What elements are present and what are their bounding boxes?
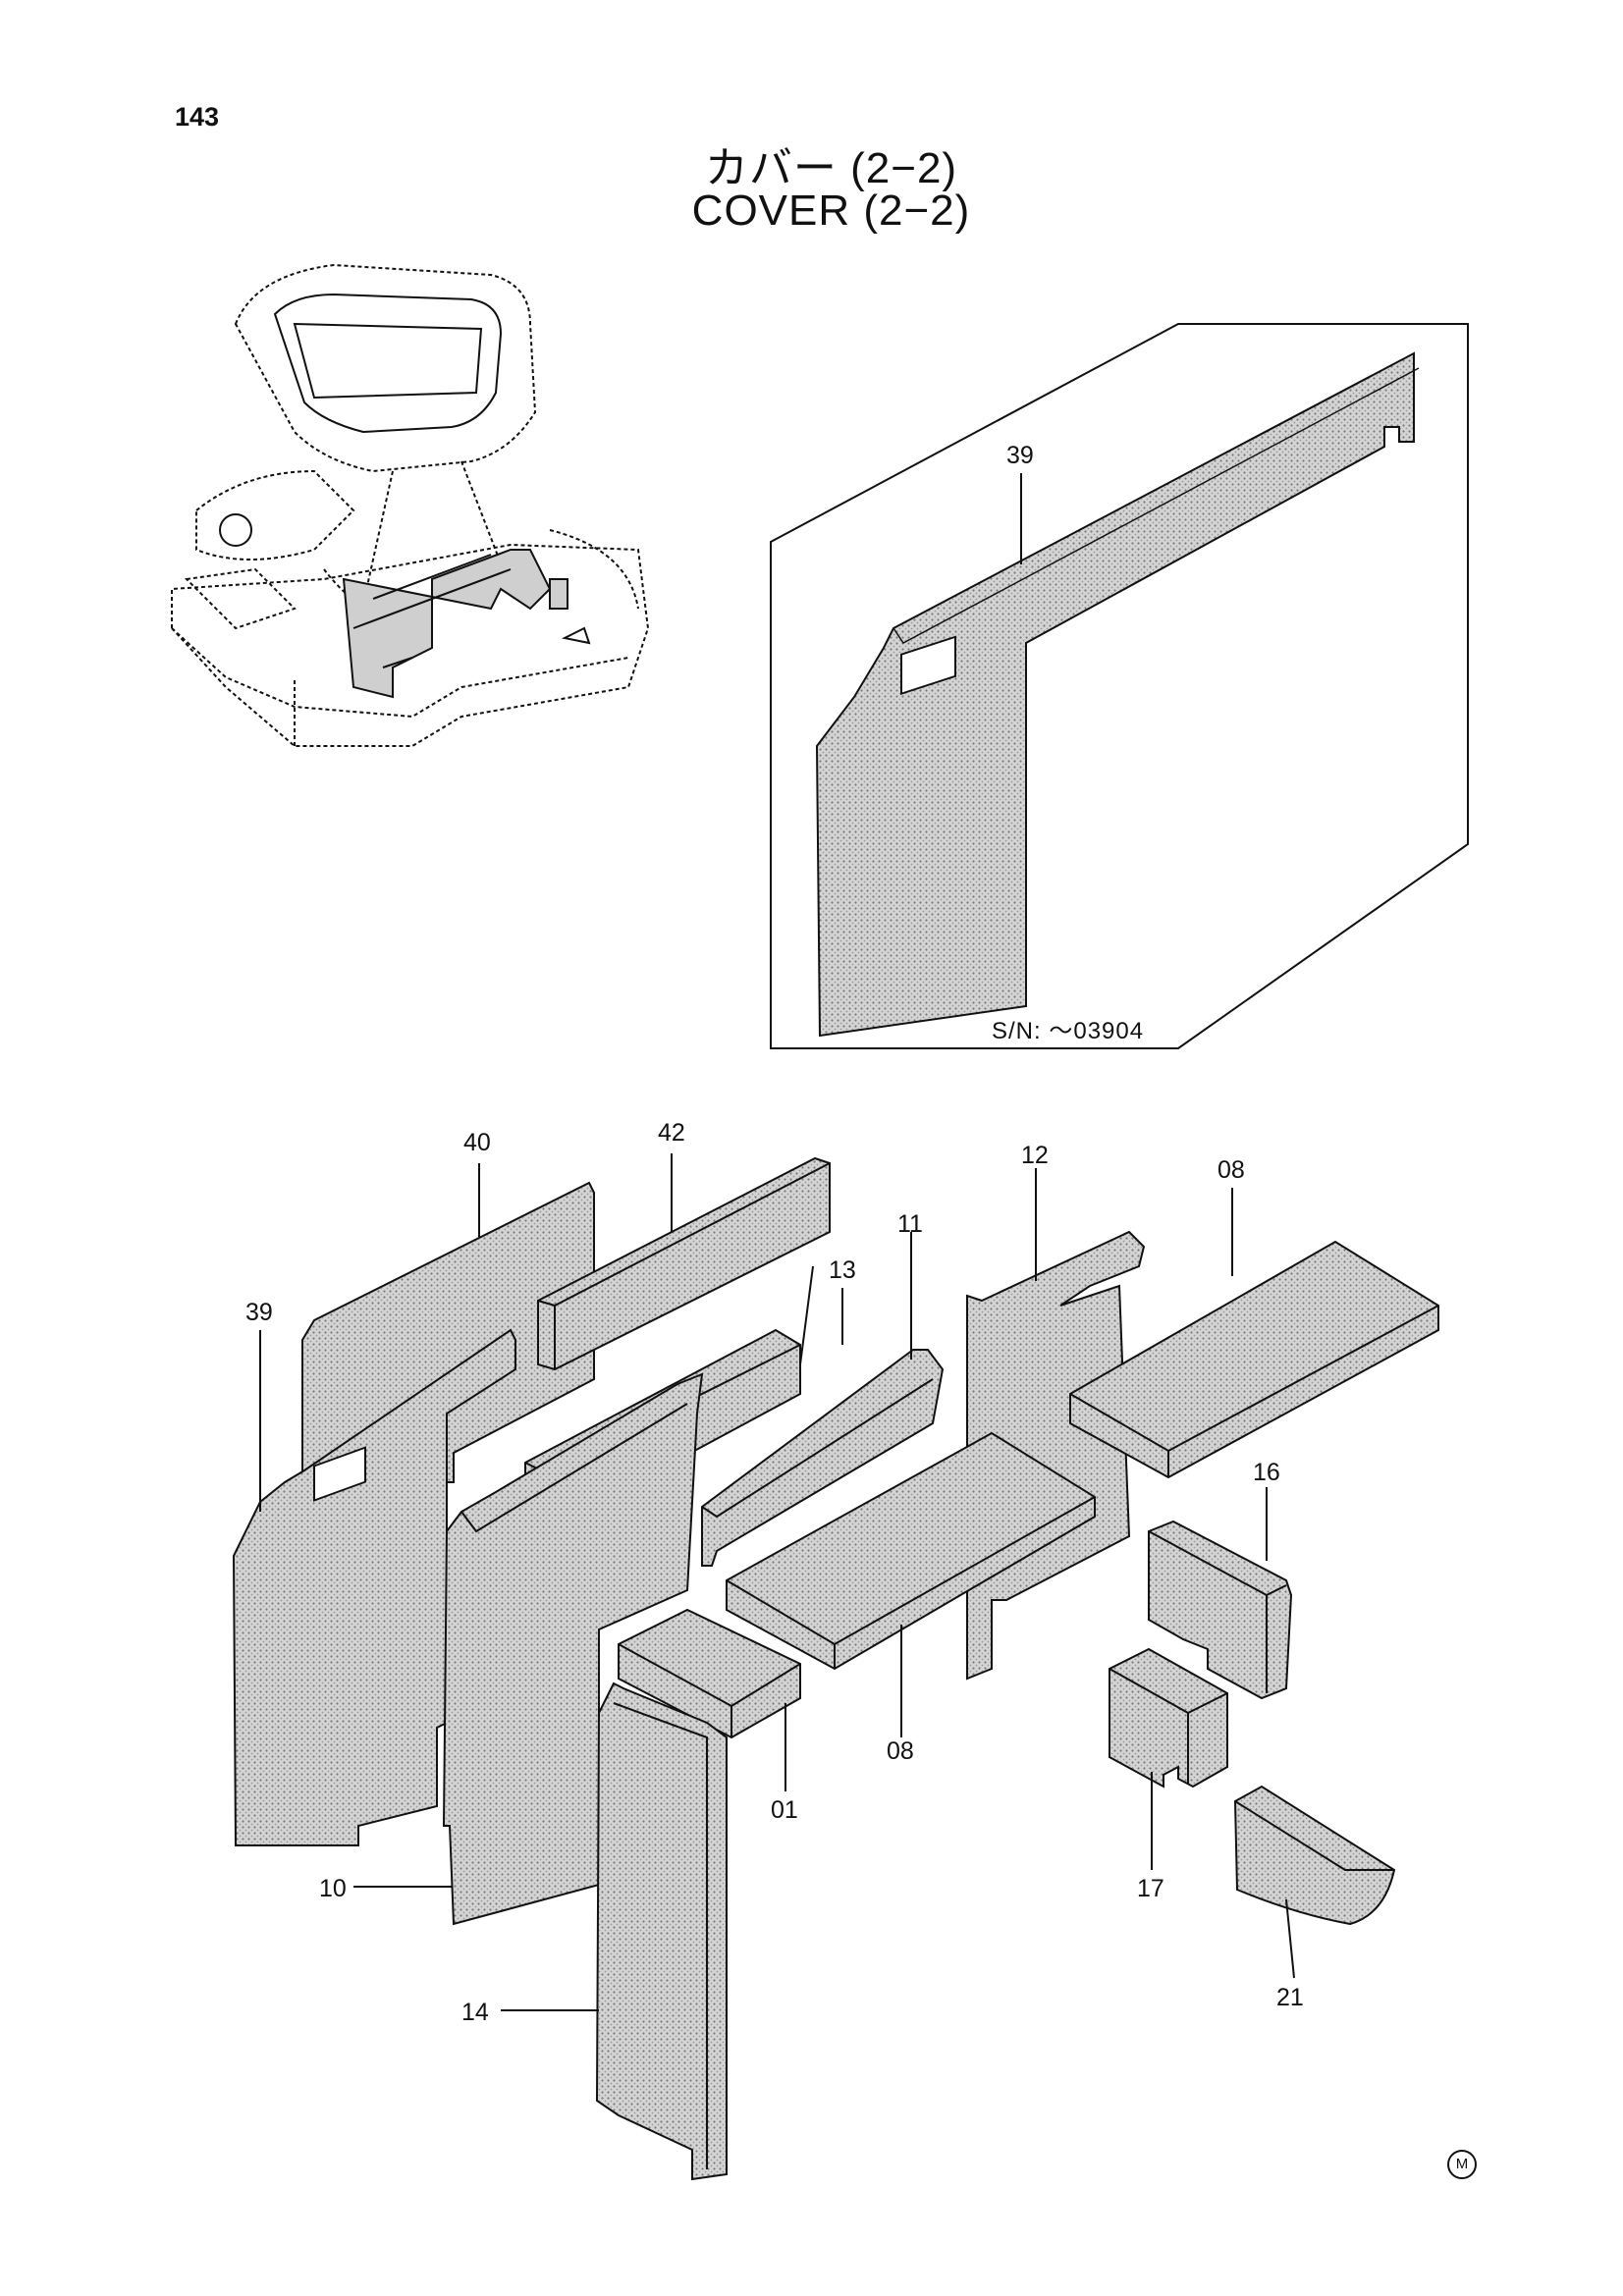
title-japanese: カバー (2−2) (704, 144, 958, 192)
callout-11: 11 (897, 1210, 923, 1238)
callout-14: 14 (461, 1999, 489, 2026)
callout-08-lower: 08 (887, 1737, 914, 1765)
callout-17: 17 (1137, 1875, 1164, 1902)
callout-39: 39 (245, 1299, 273, 1326)
inset-detail: 39 S/N: ～03904 (770, 323, 1469, 1049)
callout-16: 16 (1253, 1459, 1280, 1486)
page-number: 143 (175, 102, 220, 132)
panel-01 (618, 1608, 801, 1739)
panel-14 (595, 1682, 728, 2181)
serial-number-note: S/N: ～03904 (992, 1018, 1144, 1044)
callout-21: 21 (1276, 1984, 1304, 2011)
callout-01: 01 (771, 1796, 798, 1824)
callout-10: 10 (319, 1875, 347, 1902)
panel-17 (1109, 1647, 1228, 1789)
inset-callout-39: 39 (1006, 442, 1034, 469)
panel-08-lower (726, 1431, 1096, 1671)
title-english: COVER (2−2) (691, 187, 971, 235)
panel-21 (1233, 1785, 1396, 1926)
callout-13: 13 (829, 1256, 856, 1284)
panel-11 (701, 1349, 945, 1567)
callout-12: 12 (1021, 1142, 1049, 1169)
callout-40: 40 (463, 1129, 491, 1156)
cab-overview-illustration (171, 263, 650, 747)
panel-16 (1148, 1520, 1293, 1700)
callout-labels: 40 42 39 13 11 12 08 16 08 01 17 10 14 2… (245, 1119, 1304, 2026)
leader-lines (259, 1153, 1295, 2011)
panel-08-upper (1069, 1240, 1439, 1479)
callout-08-upper: 08 (1217, 1156, 1245, 1184)
exploded-panels (232, 1156, 1439, 2181)
manufacturer-mark: M (1447, 2150, 1477, 2179)
panel-42 (537, 1156, 831, 1371)
callout-42: 42 (658, 1119, 685, 1147)
